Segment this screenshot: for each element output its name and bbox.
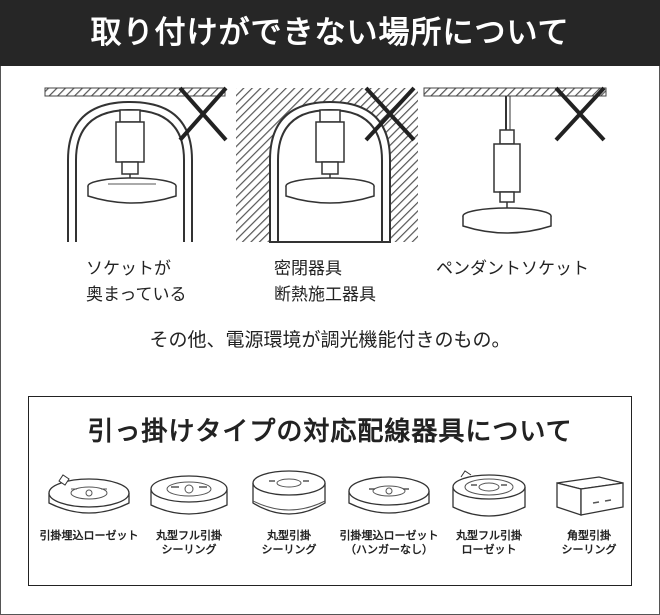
- case-caption-pendant: ペンダントソケット: [436, 256, 589, 282]
- pendant-socket-illustration: [423, 86, 607, 234]
- caption-line: ペンダントソケット: [436, 259, 589, 279]
- caption-line: 断熱施工器具: [274, 285, 376, 305]
- fixture-item: 丸型フル引掛 ローゼット: [441, 467, 537, 577]
- fixture-item: 引掛埋込ローゼット: [40, 467, 139, 577]
- rosette-icon: [48, 474, 130, 514]
- fixture-label-line: シーリング: [161, 543, 217, 556]
- fixture-label: 角型引掛 シーリング: [529, 529, 649, 557]
- supported-fixtures-box: 引っ掛けタイプの対応配線器具について 引掛埋込ローゼット 丸型フル引掛 シーリン…: [28, 396, 632, 586]
- case-caption-enclosed: 密閉器具 断熱施工器具: [274, 256, 376, 308]
- fixture-label-line: 丸型フル引掛: [156, 529, 222, 542]
- unsupported-illustrations: [44, 86, 607, 243]
- fixture-item: 角型引掛 シーリング: [541, 467, 637, 577]
- fixture-label: 丸型フル引掛 シーリング: [129, 529, 249, 557]
- fixture-label: 引掛埋込ローゼット （ハンガーなし）: [329, 529, 449, 557]
- fixture-label-line: 丸型引掛: [267, 529, 311, 542]
- page-title: 取り付けができない場所について: [0, 0, 660, 66]
- fixture-label-line: 角型引掛: [567, 529, 611, 542]
- fixture-label: 丸型引掛 シーリング: [229, 529, 349, 557]
- recessed-socket-illustration: [44, 86, 228, 242]
- fixture-label: 引掛埋込ローゼット: [29, 529, 149, 543]
- fixture-item: 引掛埋込ローゼット （ハンガーなし）: [340, 467, 439, 577]
- square-ceiling-icon: [556, 476, 624, 516]
- fixture-label-line: ローゼット: [461, 543, 517, 556]
- rosette-no-hanger-icon: [348, 476, 430, 514]
- fixture-item: 丸型フル引掛 シーリング: [141, 467, 237, 577]
- enclosed-fixture-illustration: [236, 86, 418, 243]
- round-ceiling-icon: [252, 470, 326, 515]
- fixture-label-line: 引掛埋込ローゼット: [39, 529, 139, 542]
- fixture-label: 丸型フル引掛 ローゼット: [429, 529, 549, 557]
- case-caption-recessed: ソケットが 奥まっている: [86, 256, 186, 308]
- round-full-rosette-icon: [452, 470, 526, 517]
- fixture-label-line: （ハンガーなし）: [345, 543, 433, 556]
- caption-line: 奥まっている: [86, 285, 187, 305]
- other-note: その他、電源環境が調光機能付きのもの。: [149, 329, 511, 351]
- caption-line: ソケットが: [86, 259, 171, 279]
- supported-fixtures-title: 引っ掛けタイプの対応配線器具について: [87, 417, 573, 447]
- fixture-label-line: 引掛埋込ローゼット: [339, 529, 439, 542]
- fixture-label-line: シーリング: [261, 543, 317, 556]
- round-full-ceiling-icon: [150, 475, 228, 515]
- fixture-label-line: 丸型フル引掛: [456, 529, 522, 542]
- fixture-item: 丸型引掛 シーリング: [241, 467, 337, 577]
- fixture-label-line: シーリング: [561, 543, 617, 556]
- caption-line: 密閉器具: [274, 259, 342, 279]
